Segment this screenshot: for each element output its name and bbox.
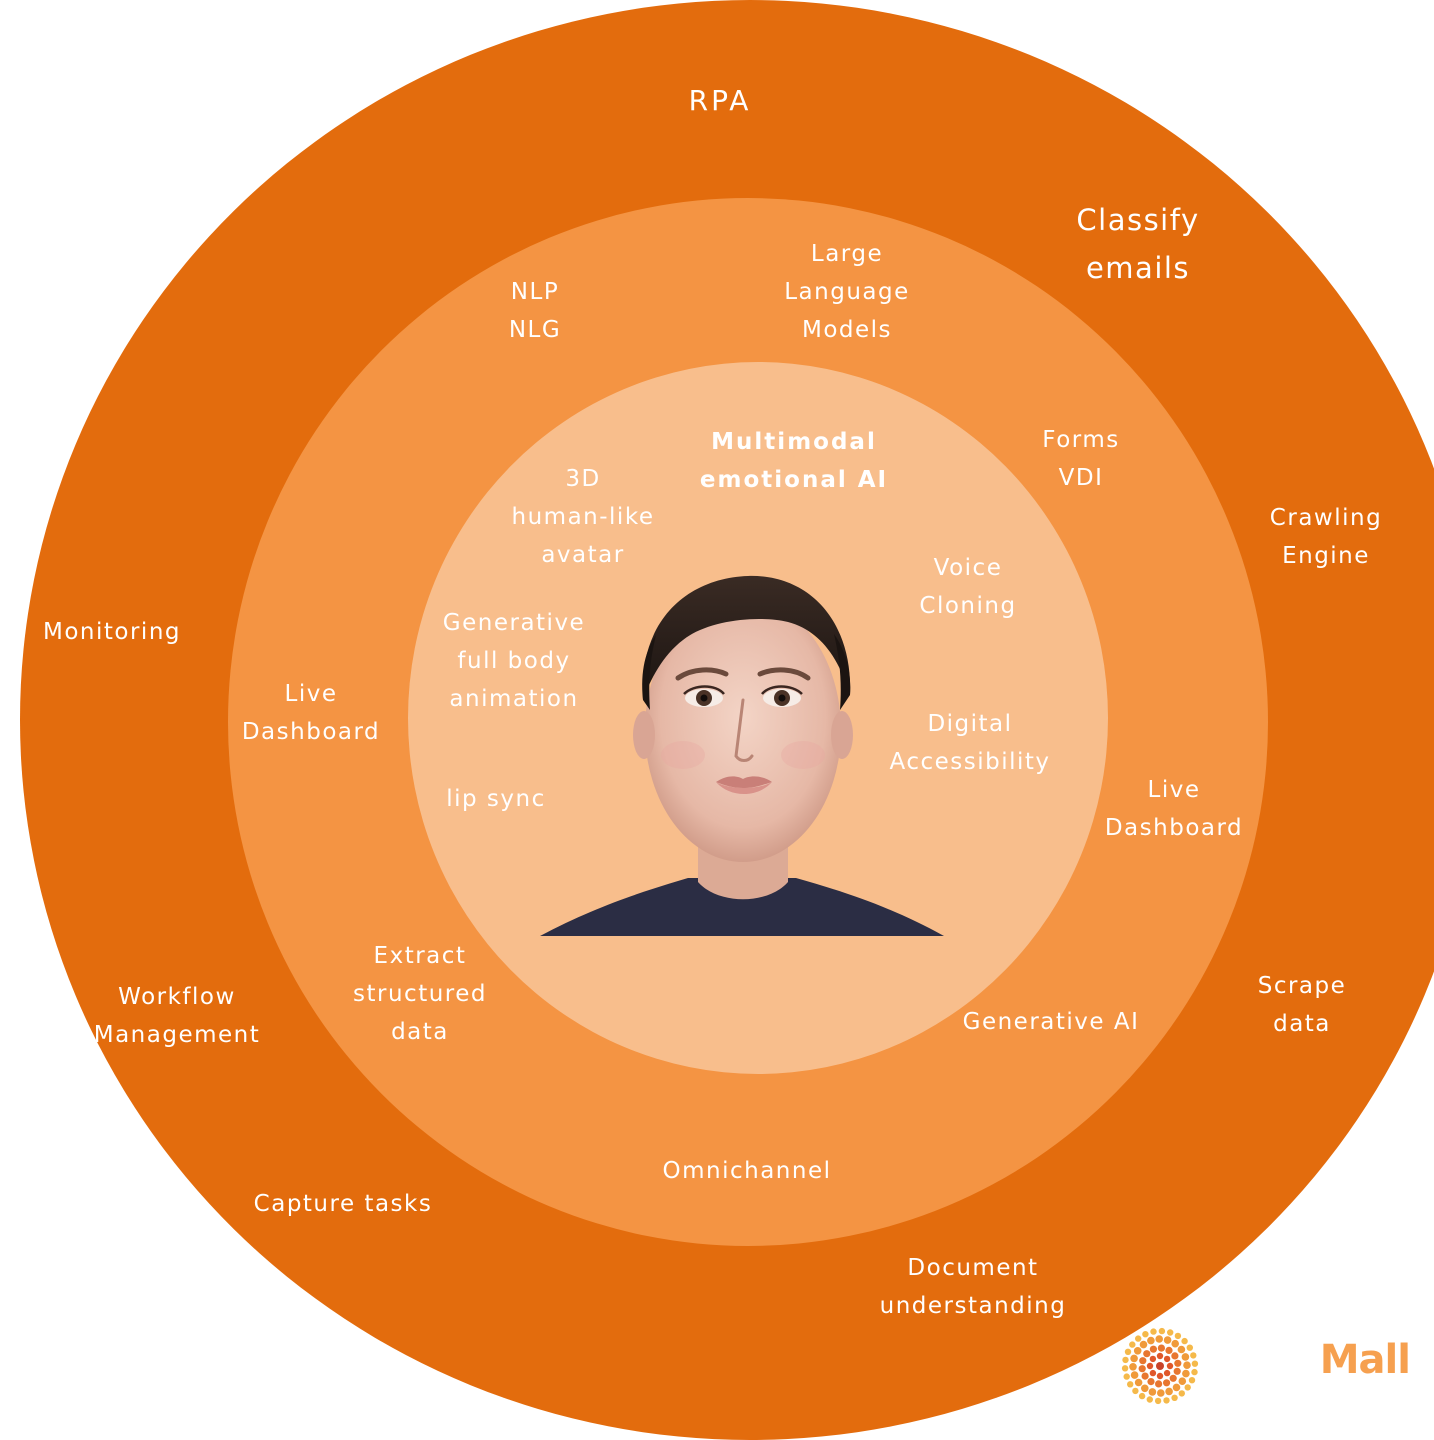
outer-label-document-understanding: Document understanding <box>879 1255 1067 1319</box>
middle-label-omnichannel: Omnichannel <box>662 1158 832 1184</box>
logo-dot <box>1149 1369 1157 1377</box>
logo-dot <box>1171 1394 1178 1401</box>
logo-dot <box>1173 1367 1181 1375</box>
logo-dot <box>1188 1377 1196 1384</box>
logo-dot <box>1184 1384 1191 1391</box>
middle-label-live-dashboard-left: Live Dashboard <box>241 681 381 745</box>
logo-sunburst-icon <box>1121 1327 1199 1405</box>
logo-dot <box>1141 1372 1149 1380</box>
logo-dot <box>1141 1384 1149 1393</box>
logo-dot <box>1178 1390 1185 1397</box>
outer-label-crawling-engine: Crawling Engine <box>1269 505 1383 569</box>
logo-dot <box>1163 1397 1170 1404</box>
logo-text-open: open <box>1212 1337 1321 1383</box>
logo-dot <box>1174 1359 1182 1367</box>
middle-label-generative-ai: Generative AI <box>962 1009 1140 1035</box>
logo-dot <box>1165 1346 1173 1354</box>
inner-label-voice-cloning: Voice Cloning <box>919 555 1017 619</box>
logo-dot <box>1135 1335 1142 1342</box>
logo-dot <box>1163 1355 1171 1363</box>
logo-dot <box>1171 1352 1179 1360</box>
inner-label-3d-avatar: 3D human-like avatar <box>511 466 655 568</box>
logo-dot <box>1146 1396 1153 1403</box>
logo-dot <box>1121 1365 1129 1372</box>
logo-dot <box>1171 1339 1179 1348</box>
logo-dot <box>1165 1387 1173 1396</box>
middle-label-forms-vdi: Forms VDI <box>1042 427 1120 491</box>
logo-dot <box>1133 1347 1142 1355</box>
openmall-logo <box>1121 1327 1199 1405</box>
logo-dot <box>1183 1361 1191 1369</box>
inner-label-lip-sync: lip sync <box>446 786 546 812</box>
logo-dot <box>1127 1381 1134 1388</box>
logo-dot <box>1169 1374 1177 1382</box>
logo-dot <box>1139 1340 1148 1349</box>
avatar-portrait <box>540 575 944 936</box>
middle-label-extract-structured-data: Extract structured data <box>353 943 487 1045</box>
logo-dot <box>1182 1369 1190 1378</box>
logo-dot <box>1157 1389 1165 1397</box>
logo-dot <box>1129 1341 1136 1348</box>
logo-dot <box>1129 1363 1137 1371</box>
logo-dot <box>1191 1360 1199 1367</box>
logo-dot <box>1167 1329 1174 1336</box>
logo-dot <box>1130 1371 1139 1379</box>
logo-dot <box>1138 1392 1146 1400</box>
middle-label-large-language-models: Large Language Models <box>784 241 910 343</box>
inner-label-multimodal-emotional-ai: Multimodal emotional AI <box>699 429 889 493</box>
logo-dot-center <box>1156 1362 1164 1370</box>
logo-dot <box>1172 1383 1181 1392</box>
logo-dot <box>1181 1337 1188 1345</box>
middle-label-live-dashboard-right: Live Dashboard <box>1104 777 1244 841</box>
logo-dot <box>1178 1377 1187 1385</box>
logo-dot <box>1157 1344 1165 1352</box>
logo-text-mall: Mall <box>1319 1337 1411 1383</box>
logo-dot <box>1155 1335 1163 1343</box>
logo-dot <box>1142 1331 1149 1338</box>
logo-dot <box>1190 1352 1197 1359</box>
inner-label-generative-animation: Generative full body animation <box>442 610 586 712</box>
logo-dot <box>1149 1345 1157 1353</box>
logo-dot <box>1149 1355 1157 1363</box>
outer-label-workflow-management: Workflow Management <box>93 984 261 1048</box>
logo-dot <box>1186 1344 1193 1351</box>
logo-dot <box>1122 1356 1129 1364</box>
logo-dot <box>1143 1350 1151 1358</box>
middle-label-nlp-nlg: NLP NLG <box>508 279 562 343</box>
logo-dot <box>1163 1369 1171 1377</box>
outer-label-classify-emails: Classify emails <box>1076 203 1200 285</box>
inner-label-digital-accessibility: Digital Accessibility <box>889 711 1051 775</box>
logo-dot <box>1181 1353 1190 1361</box>
logo-dot <box>1154 1397 1162 1405</box>
logo-dot <box>1155 1380 1163 1388</box>
logo-dot <box>1130 1354 1138 1363</box>
logo-dot <box>1146 1362 1154 1370</box>
logo-dot <box>1132 1387 1139 1395</box>
logo-dot <box>1147 1378 1155 1386</box>
outer-label-capture-tasks: Capture tasks <box>253 1191 433 1217</box>
logo-dot <box>1150 1328 1157 1335</box>
logo-dot <box>1138 1365 1146 1373</box>
logo-dot <box>1191 1368 1198 1376</box>
logo-dot <box>1174 1332 1182 1340</box>
logo-dot <box>1134 1378 1143 1387</box>
logo-dot <box>1166 1362 1174 1370</box>
logo-dot <box>1158 1327 1166 1335</box>
logo-dot <box>1163 1336 1172 1344</box>
logo-dot <box>1163 1379 1171 1387</box>
logo-dot <box>1156 1372 1164 1380</box>
logo-dot <box>1148 1388 1157 1396</box>
outer-label-scrape-data: Scrape data <box>1257 973 1347 1037</box>
outer-ring-title: RPA <box>688 84 752 117</box>
logo-dot <box>1139 1357 1147 1365</box>
outer-label-monitoring: Monitoring <box>43 619 181 645</box>
logo-dot <box>1124 1348 1132 1355</box>
openmall-logo-text: openMall <box>1212 1337 1411 1383</box>
logo-dot <box>1147 1336 1155 1345</box>
logo-dot <box>1156 1352 1164 1360</box>
logo-dot <box>1123 1373 1130 1380</box>
logo-dot <box>1177 1345 1186 1354</box>
